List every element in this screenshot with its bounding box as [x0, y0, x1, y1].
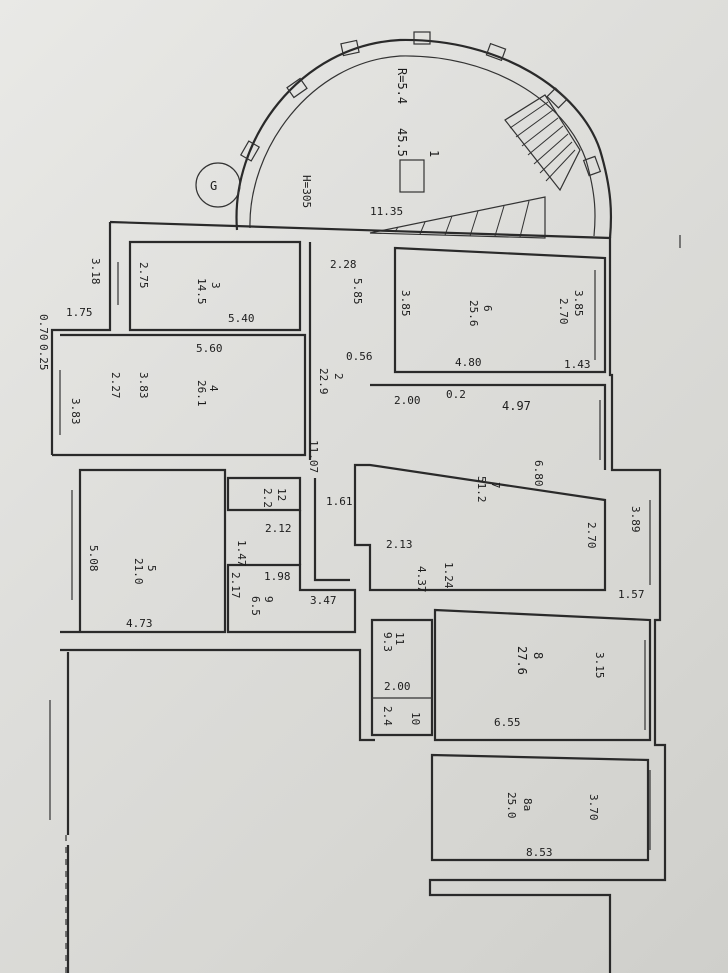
axis-marker	[195, 162, 241, 208]
arc-length-label: 11.35	[370, 205, 403, 218]
r6-side: 3.85	[572, 290, 585, 317]
r7-157: 1.57	[618, 588, 645, 601]
r8a-len: 8.53	[526, 846, 553, 859]
r4-h: 3.83	[137, 372, 150, 399]
r5-len: 4.73	[126, 617, 153, 630]
c-area: 22.9	[317, 368, 330, 395]
c-161: 1.61	[326, 495, 353, 508]
r8-h: 3.15	[593, 652, 606, 679]
c-124: 1.24	[442, 562, 455, 589]
r9-347: 3.47	[310, 594, 337, 607]
r3-w: 2.75	[137, 262, 150, 289]
tower-inner-arc	[249, 55, 596, 237]
w-070: 0.70	[37, 314, 50, 341]
r10-area: 2.4	[381, 706, 394, 726]
r7-len: 4.97	[502, 399, 531, 413]
r9-num: 9	[262, 596, 275, 603]
w-025: 0.25	[37, 344, 50, 371]
r10-200: 2.00	[384, 680, 411, 693]
r6-len: 4.80	[455, 356, 482, 369]
r4-w: 5.60	[196, 342, 223, 355]
r4-side: 3.83	[69, 398, 82, 425]
r3-num: 3	[209, 282, 222, 289]
r4-num: 4	[207, 385, 220, 392]
r4-d: 2.27	[109, 372, 122, 399]
r3-len: 5.40	[228, 312, 255, 325]
c-107: 11.07	[307, 440, 320, 473]
tower-outer-arc	[235, 38, 613, 239]
r8a-area: 25.0	[505, 792, 518, 819]
r5-area: 21.0	[132, 558, 145, 585]
r7-270: 2.70	[585, 522, 598, 549]
r8-area: 27.6	[515, 646, 529, 675]
r5-num: 5	[145, 565, 158, 572]
r7-num: 7	[489, 482, 502, 489]
r8a-h: 3.70	[587, 794, 600, 821]
r7-200: 2.00	[394, 394, 421, 407]
r8a-num: 8a	[521, 798, 534, 811]
r6-area: 25.6	[467, 300, 480, 327]
r12-area: 2.2	[261, 488, 274, 508]
axis-label: G	[210, 179, 217, 193]
c-num: 2	[332, 373, 345, 380]
r6-d: 2.70	[557, 298, 570, 325]
c-213: 2.13	[386, 538, 413, 551]
c-x: 0.56	[346, 350, 373, 363]
r3-area: 14.5	[195, 278, 208, 305]
radius-sub-label: 45.5	[395, 128, 409, 157]
r7-area: 51.2	[475, 476, 488, 503]
w-175: 1.75	[66, 306, 93, 319]
r4-area: 26.1	[195, 380, 208, 407]
r8-len: 6.55	[494, 716, 521, 729]
c-228: 2.28	[330, 258, 357, 271]
r9-198: 1.98	[264, 570, 291, 583]
r9-217: 2.17	[229, 572, 242, 599]
tower-room-number: 1	[427, 150, 441, 157]
r7-x: 0.2	[446, 388, 466, 401]
r8-num: 8	[531, 652, 545, 659]
outer-walls	[50, 220, 667, 973]
r10-num: 10	[409, 712, 422, 725]
spiral-stair	[504, 94, 581, 192]
r12-num: 12	[275, 488, 288, 501]
r7-389: 3.89	[629, 506, 642, 533]
r6-num: 6	[481, 305, 494, 312]
r5-h: 5.08	[87, 545, 100, 572]
c-212: 2.12	[265, 522, 292, 535]
r3-h: 3.18	[89, 258, 102, 285]
c-437: 4.37	[415, 566, 428, 593]
r9-area: 6.5	[249, 596, 262, 616]
c-585: 5.85	[351, 278, 364, 305]
r11-area: 9.3	[381, 632, 394, 652]
r6-x: 1.43	[564, 358, 591, 371]
height-label: H=305	[300, 175, 313, 208]
r11-num: 11	[393, 632, 406, 645]
r6-h: 3.85	[399, 290, 412, 317]
r7-h: 6.80	[532, 460, 545, 487]
r9-147: 1.47	[235, 540, 248, 567]
radius-label: R=5.4	[395, 68, 409, 104]
